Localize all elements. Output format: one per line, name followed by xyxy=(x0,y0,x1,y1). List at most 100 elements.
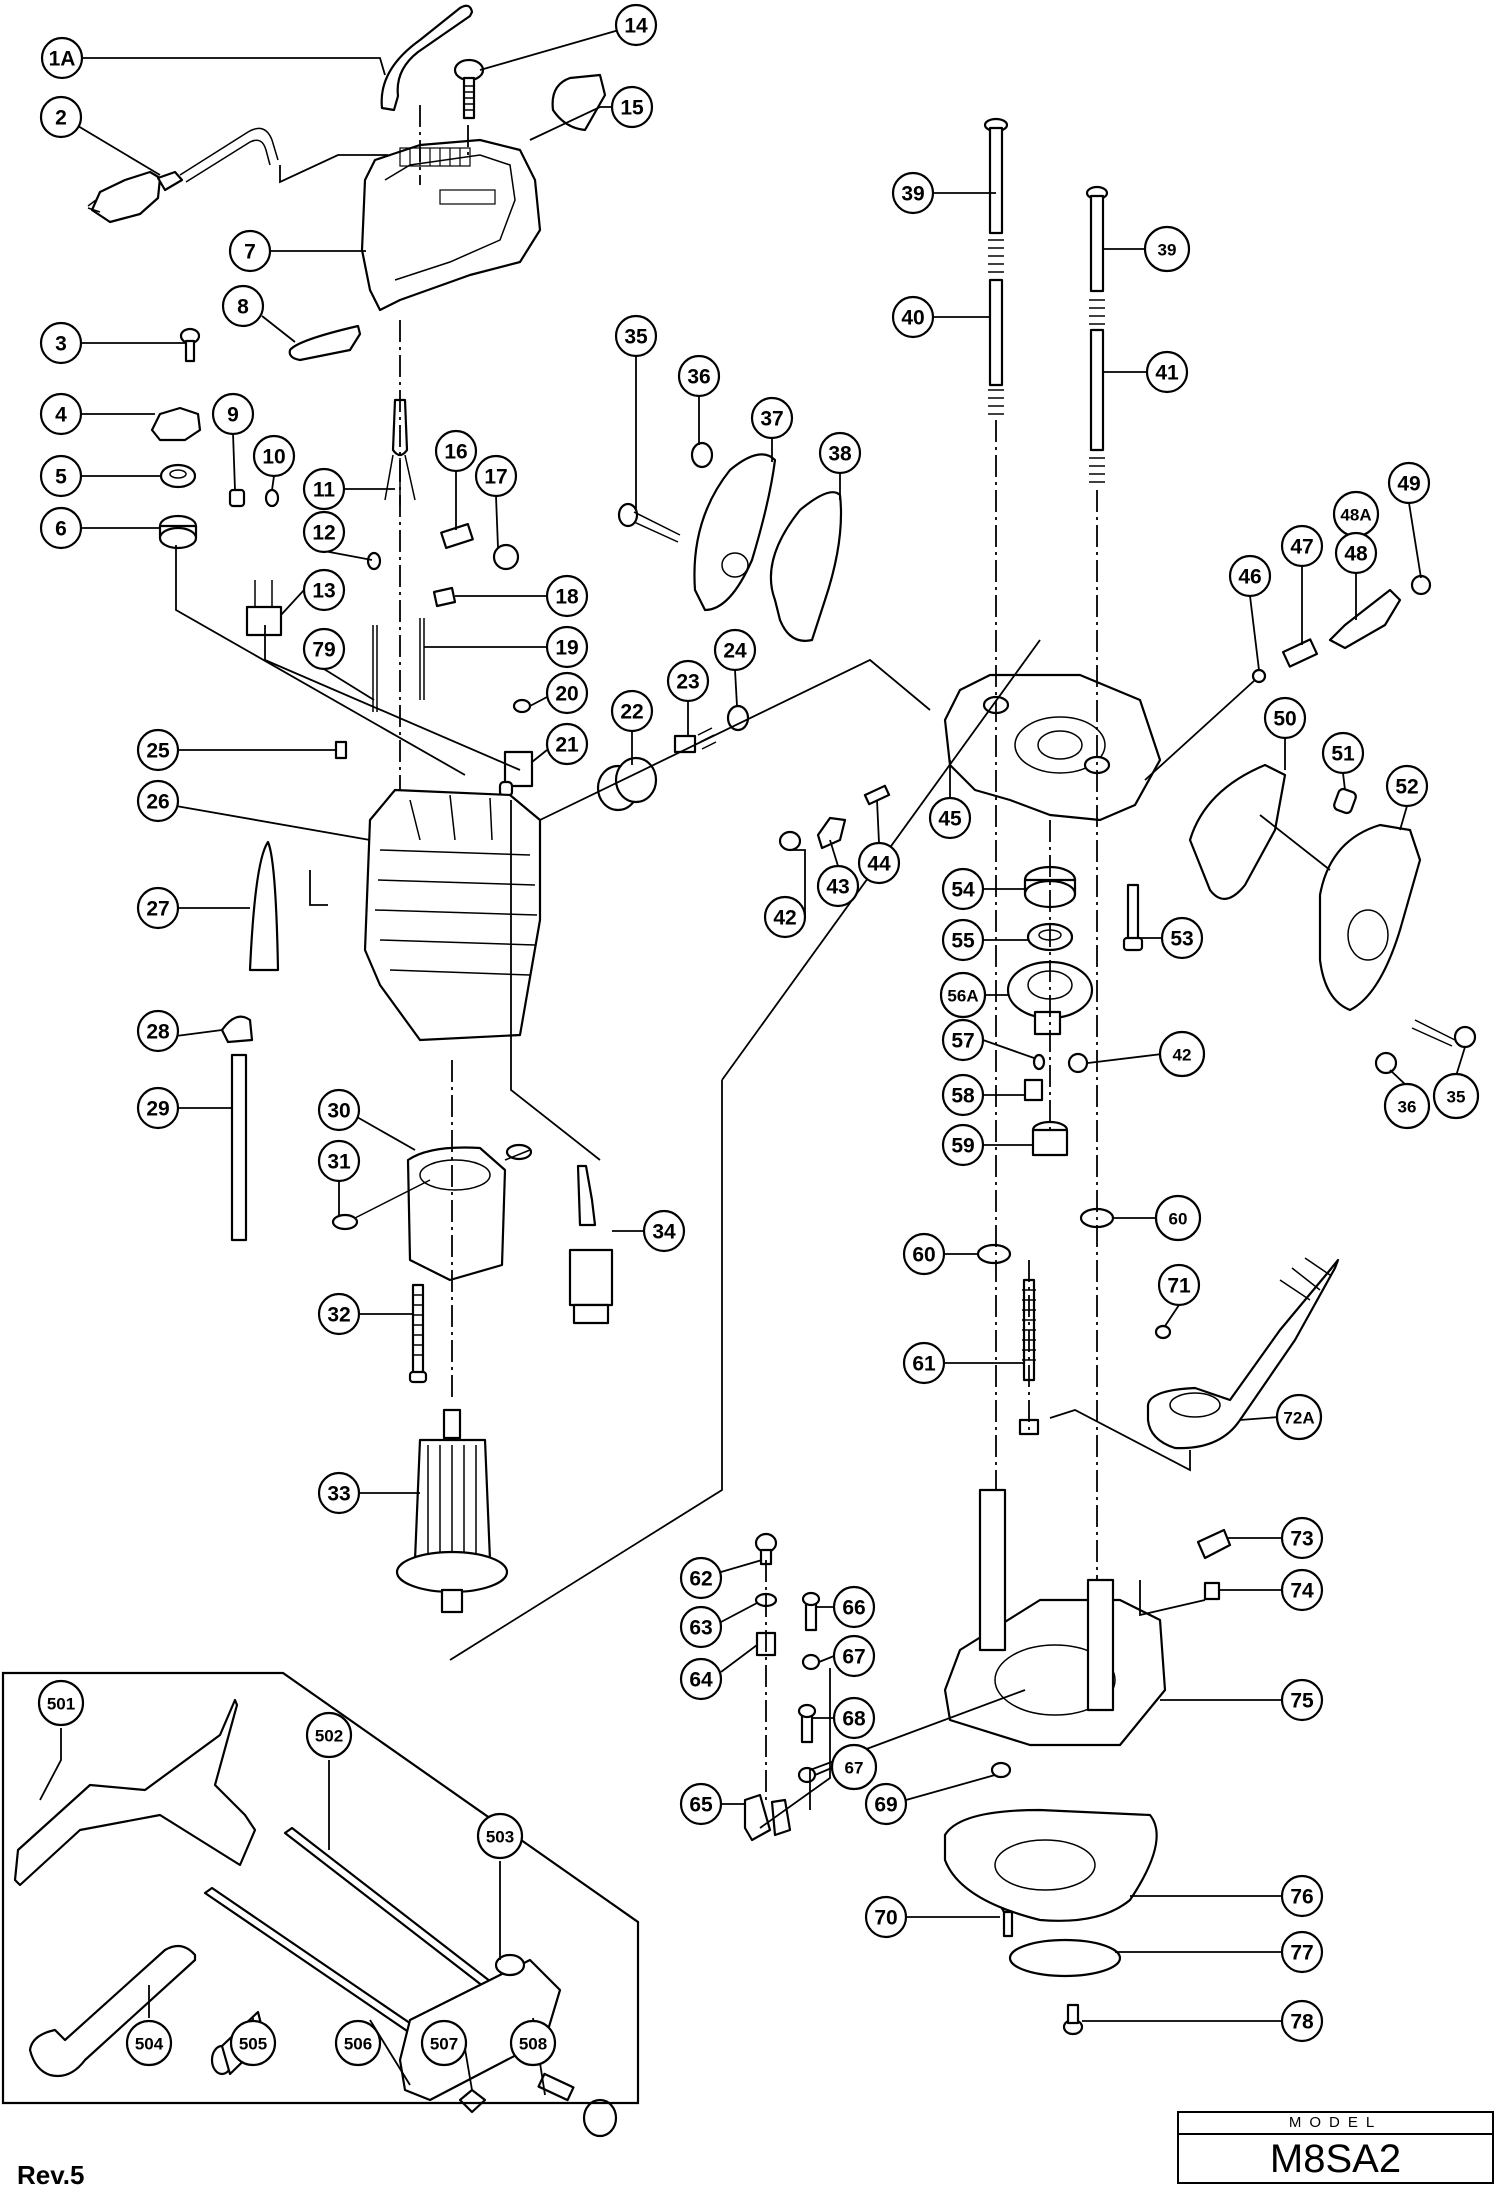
callout-61: 61 xyxy=(902,1341,946,1385)
callout-circle xyxy=(857,841,901,885)
callout-number: 6 xyxy=(55,518,67,541)
callout-circle xyxy=(545,671,589,715)
callout-circle xyxy=(864,1782,908,1826)
callout-31: 31 xyxy=(317,1139,361,1183)
callout-number: 58 xyxy=(951,1085,975,1108)
callout-69: 69 xyxy=(864,1782,908,1826)
callout-41: 41 xyxy=(1145,350,1189,394)
callout-44: 44 xyxy=(857,841,901,885)
callout-circle xyxy=(1383,1082,1431,1130)
callout-circle xyxy=(1154,1194,1202,1242)
callout-circle xyxy=(816,864,860,908)
callout-23: 23 xyxy=(666,659,710,703)
callout-circle xyxy=(864,1895,908,1939)
callout-number: 33 xyxy=(327,1483,350,1506)
callout-circle xyxy=(610,85,654,129)
accessories-box xyxy=(1,1671,640,2105)
callout-63: 63 xyxy=(679,1605,723,1649)
callout-circle xyxy=(750,396,794,440)
callout-5: 5 xyxy=(39,454,83,498)
callout-circle xyxy=(902,1232,946,1276)
callout-number: 43 xyxy=(826,876,849,899)
callout-number: 67 xyxy=(842,1646,865,1669)
callout-number: 57 xyxy=(951,1030,974,1053)
callout-circle xyxy=(302,467,346,511)
callout-circle xyxy=(1280,1999,1324,2043)
callout-circle xyxy=(939,971,987,1019)
callout-number: 24 xyxy=(723,640,747,663)
callout-67b: 67 xyxy=(830,1743,878,1791)
callout-number: 8 xyxy=(237,296,249,319)
part-7-handle-cover xyxy=(360,138,542,312)
callout-number: 64 xyxy=(689,1669,713,1692)
callout-number: 60 xyxy=(912,1244,935,1267)
part-75-base xyxy=(943,1488,1167,1747)
part-53-screw xyxy=(1122,883,1144,952)
callout-3: 3 xyxy=(39,321,83,365)
callout-number: 19 xyxy=(555,637,578,660)
callout-38: 38 xyxy=(818,431,862,475)
part-15-cover-plate xyxy=(551,73,607,132)
callout-circle xyxy=(37,1679,85,1727)
callout-circle xyxy=(125,2019,173,2067)
callout-number: 38 xyxy=(828,443,852,466)
callout-circle xyxy=(302,510,346,554)
callout-502: 502 xyxy=(305,1711,353,1759)
callout-17: 17 xyxy=(474,454,518,498)
parts-39-41 xyxy=(983,117,1109,483)
callout-70: 70 xyxy=(864,1895,908,1939)
callout-circle xyxy=(545,574,589,618)
callout-54: 54 xyxy=(941,867,985,911)
part-33-armature xyxy=(395,1408,509,1614)
callout-number: 7 xyxy=(244,241,256,264)
callout-number: 13 xyxy=(312,580,335,603)
part-8-plate xyxy=(288,324,362,362)
callout-15: 15 xyxy=(610,85,654,129)
callout-number: 49 xyxy=(1397,473,1420,496)
callout-circle xyxy=(39,95,83,139)
callout-circle xyxy=(679,1605,723,1649)
callout-circle xyxy=(228,229,272,273)
callout-number: 61 xyxy=(912,1353,936,1376)
callout-number: 46 xyxy=(1238,566,1261,589)
callout-number: 14 xyxy=(624,15,648,38)
callout-circle xyxy=(1280,1930,1324,1974)
parts-46-49 xyxy=(1251,574,1432,684)
part-27-blade xyxy=(248,840,280,972)
callout-18: 18 xyxy=(545,574,589,618)
callout-number: 40 xyxy=(901,307,924,330)
callout-circle xyxy=(305,1711,353,1759)
callout-circle xyxy=(832,1696,876,1740)
callout-circle xyxy=(334,2019,382,2067)
callout-67: 67 xyxy=(832,1634,876,1678)
callout-number: 31 xyxy=(327,1151,351,1174)
callout-8: 8 xyxy=(221,284,265,328)
callout-number: 55 xyxy=(951,930,975,953)
callout-62: 62 xyxy=(679,1556,723,1600)
callout-circle xyxy=(1280,1516,1324,1560)
callout-number: 26 xyxy=(146,791,169,814)
callout-73: 73 xyxy=(1280,1516,1324,1560)
callout-33: 33 xyxy=(317,1471,361,1515)
callout-number: 27 xyxy=(146,898,169,921)
callout-number: 78 xyxy=(1290,2011,1314,2034)
part-76-base-plate xyxy=(943,1808,1158,1922)
callout-circle xyxy=(39,392,83,436)
parts-9-13 xyxy=(228,398,416,637)
callout-11: 11 xyxy=(302,467,346,511)
callout-circle xyxy=(614,3,658,47)
part-69-nut xyxy=(990,1761,1012,1779)
callout-13: 13 xyxy=(302,568,346,612)
part-34-switch xyxy=(568,1164,614,1325)
part-504-wrench xyxy=(28,1944,197,2078)
callout-circle xyxy=(928,796,972,840)
callout-number: 28 xyxy=(146,1021,170,1044)
callout-75: 75 xyxy=(1280,1678,1324,1722)
part-508-knob-bolt xyxy=(537,2072,618,2138)
callout-circle xyxy=(642,1209,686,1253)
callout-79: 79 xyxy=(302,627,346,671)
callout-504: 504 xyxy=(125,2019,173,2067)
callout-72a: 72A xyxy=(1275,1393,1323,1441)
callout-circle xyxy=(830,1743,878,1791)
callout-number: 53 xyxy=(1170,928,1193,951)
